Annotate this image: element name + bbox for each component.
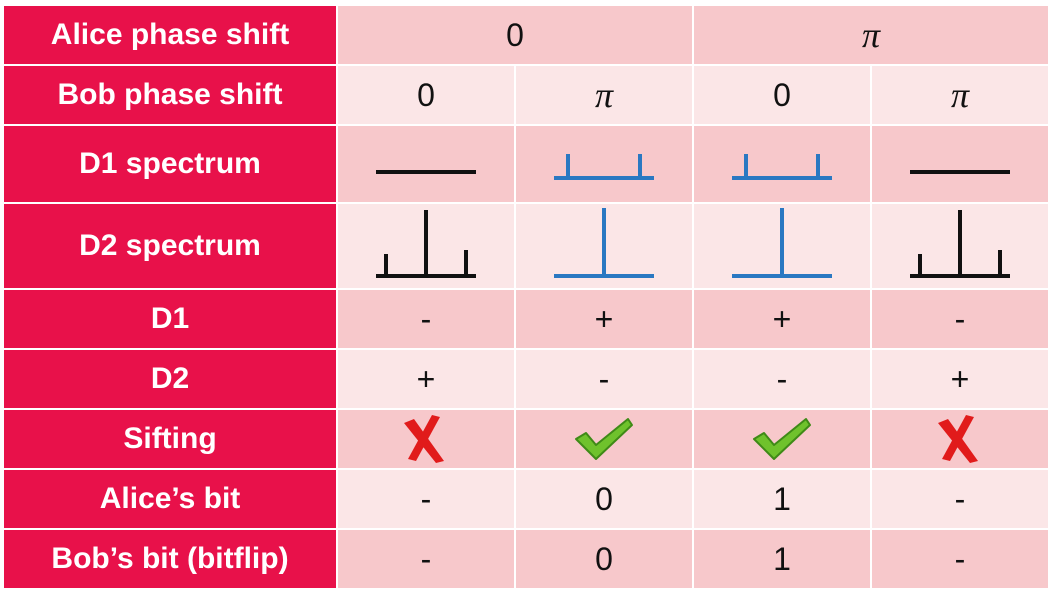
single-peak-spectrum-icon <box>732 208 832 278</box>
row-bob-bit: Bob’s bit (bitflip) - 0 1 - <box>2 528 1050 590</box>
alice-bit-value: 0 <box>514 468 694 530</box>
check-icon <box>753 418 811 460</box>
sifting-cell <box>514 408 694 470</box>
three-peak-spectrum-icon <box>910 210 1010 278</box>
d1-value: + <box>692 288 872 350</box>
alice-phase-value: π <box>692 4 1050 66</box>
sifting-cell <box>870 408 1050 470</box>
double-peak-spectrum-icon <box>732 154 832 180</box>
row-header: D2 spectrum <box>2 202 338 290</box>
d2-value: - <box>692 348 872 410</box>
d1-spectrum-cell <box>336 124 516 204</box>
bob-bit-value: - <box>336 528 516 590</box>
bob-bit-value: - <box>870 528 1050 590</box>
d2-value: + <box>336 348 516 410</box>
row-header: Bob’s bit (bitflip) <box>2 528 338 590</box>
row-header: Sifting <box>2 408 338 470</box>
d2-spectrum-cell <box>336 202 516 290</box>
alice-bit-value: - <box>870 468 1050 530</box>
sifting-cell <box>692 408 872 470</box>
bob-phase-value: π <box>514 64 694 126</box>
d1-spectrum-cell <box>514 124 694 204</box>
d2-spectrum-cell <box>870 202 1050 290</box>
row-alice-bit: Alice’s bit - 0 1 - <box>2 468 1050 530</box>
sifting-cell <box>336 408 516 470</box>
row-header: D1 spectrum <box>2 124 338 204</box>
flat-spectrum-icon <box>910 170 1010 174</box>
row-header: D1 <box>2 288 338 350</box>
row-d1: D1 - + + - <box>2 288 1050 350</box>
d2-value: + <box>870 348 1050 410</box>
row-d2: D2 + - - + <box>2 348 1050 410</box>
d2-value: - <box>514 348 694 410</box>
d1-value: - <box>870 288 1050 350</box>
row-d2-spectrum: D2 spectrum <box>2 202 1050 290</box>
double-peak-spectrum-icon <box>554 154 654 180</box>
row-header: Alice’s bit <box>2 468 338 530</box>
d2-spectrum-cell <box>514 202 694 290</box>
d1-value: - <box>336 288 516 350</box>
d2-spectrum-cell <box>692 202 872 290</box>
qkd-results-table: Alice phase shift 0 π Bob phase shift 0 … <box>2 4 1050 590</box>
row-header: Bob phase shift <box>2 64 338 126</box>
row-header: Alice phase shift <box>2 4 338 66</box>
row-alice-phase-shift: Alice phase shift 0 π <box>2 4 1050 66</box>
flat-spectrum-icon <box>376 170 476 174</box>
row-d1-spectrum: D1 spectrum <box>2 124 1050 204</box>
bob-phase-value: 0 <box>336 64 516 126</box>
bob-bit-value: 0 <box>514 528 694 590</box>
three-peak-spectrum-icon <box>376 210 476 278</box>
check-icon <box>575 418 633 460</box>
row-header: D2 <box>2 348 338 410</box>
d1-value: + <box>514 288 694 350</box>
single-peak-spectrum-icon <box>554 208 654 278</box>
bob-phase-value: π <box>870 64 1050 126</box>
bob-phase-value: 0 <box>692 64 872 126</box>
d1-spectrum-cell <box>692 124 872 204</box>
alice-phase-value: 0 <box>336 4 694 66</box>
bob-bit-value: 1 <box>692 528 872 590</box>
cross-icon <box>404 415 444 463</box>
row-bob-phase-shift: Bob phase shift 0 π 0 π <box>2 64 1050 126</box>
cross-icon <box>938 415 978 463</box>
alice-bit-value: - <box>336 468 516 530</box>
row-sifting: Sifting <box>2 408 1050 470</box>
alice-bit-value: 1 <box>692 468 872 530</box>
d1-spectrum-cell <box>870 124 1050 204</box>
